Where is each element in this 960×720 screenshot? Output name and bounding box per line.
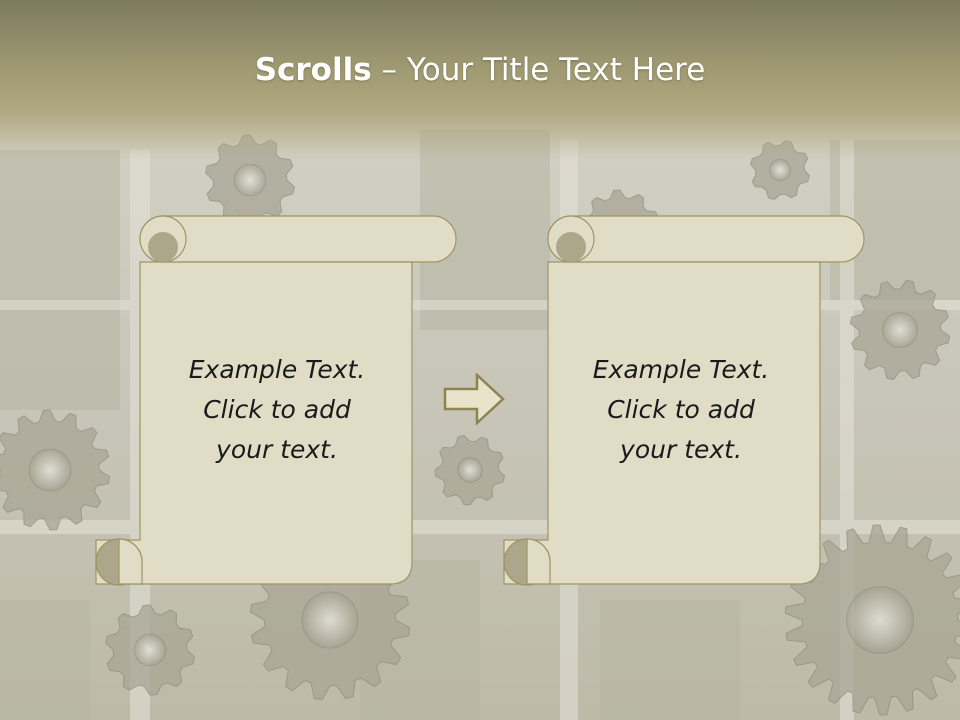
scroll-2-line-3: your text. xyxy=(620,435,742,464)
scroll-shape-2 xyxy=(503,215,865,586)
scroll-1-line-1: Example Text. xyxy=(188,355,366,384)
gear-hub xyxy=(846,586,914,654)
gear-hub xyxy=(457,457,483,483)
slide-title[interactable]: Scrolls – Your Title Text Here xyxy=(0,52,960,88)
scroll-2-line-1: Example Text. xyxy=(592,355,770,384)
title-bold-text: Scrolls xyxy=(254,52,372,88)
scroll-text-2[interactable]: Example Text. Click to add your text. xyxy=(556,350,806,470)
right-arrow-icon xyxy=(443,373,505,425)
scroll-1-line-3: your text. xyxy=(216,435,338,464)
title-band xyxy=(0,0,960,160)
scroll-2-line-2: Click to add xyxy=(607,395,755,424)
gear-hub xyxy=(133,633,167,667)
scroll-text-1[interactable]: Example Text. Click to add your text. xyxy=(152,350,402,470)
gear-hub xyxy=(882,312,918,348)
title-rest-text: Your Title Text Here xyxy=(406,52,706,88)
scroll-1-line-2: Click to add xyxy=(203,395,351,424)
scroll-shape-1 xyxy=(95,215,457,586)
gear-hub xyxy=(233,163,267,197)
gear-hub xyxy=(301,591,359,649)
title-dash: – xyxy=(371,52,407,88)
gear-hub xyxy=(769,159,791,181)
gear-hub xyxy=(28,448,72,492)
